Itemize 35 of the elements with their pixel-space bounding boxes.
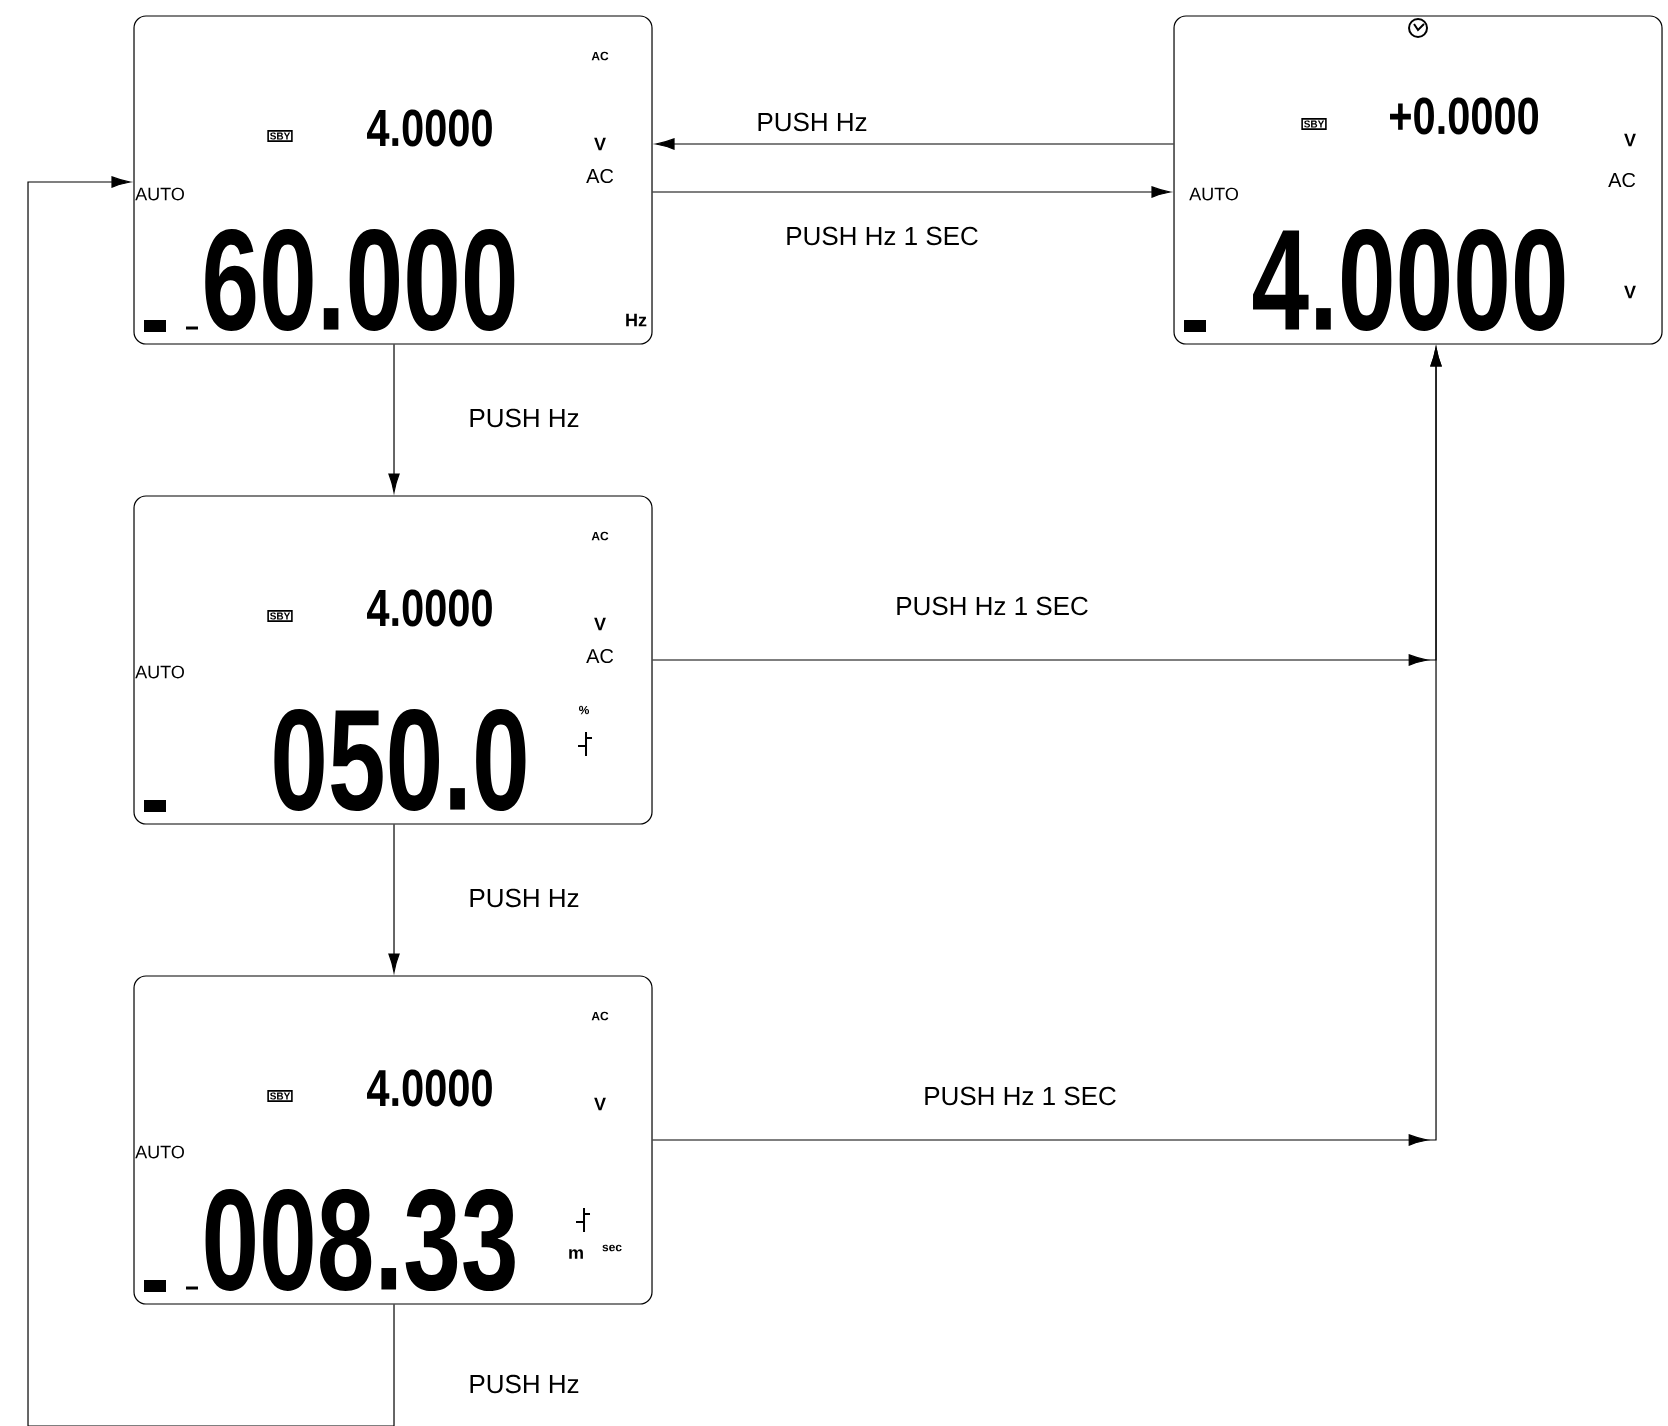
secondary-digits: 4.0000	[367, 1069, 492, 1107]
arrow	[388, 824, 400, 973]
unit-text: V	[594, 1097, 606, 1111]
indicator-text: AUTO	[135, 187, 184, 201]
arrow	[655, 138, 1174, 150]
edge-label: PUSH Hz	[470, 888, 579, 908]
edge-label: PUSH Hz 1 SEC	[787, 226, 978, 246]
indicator-text: AUTO	[135, 665, 184, 679]
secondary-digits: 4.0000	[367, 589, 492, 627]
unit-text: Hz	[626, 313, 647, 327]
edge-label: PUSH Hz	[758, 112, 867, 132]
unit-text: m	[569, 1249, 583, 1259]
edge-label: PUSH Hz 1 SEC	[897, 596, 1088, 616]
secondary-digits: +0.0000	[1390, 97, 1539, 135]
primary-digits: 008.33	[205, 1188, 515, 1292]
arrow	[388, 344, 400, 493]
indicator-text: AC	[586, 168, 614, 184]
indicator-text: AC	[1608, 172, 1636, 188]
unit-text: V	[1624, 285, 1636, 299]
unit-text: V	[594, 617, 606, 631]
arrow	[652, 186, 1171, 198]
primary-digits: 60.000	[205, 229, 515, 331]
edge-label: PUSH Hz	[470, 1374, 579, 1394]
secondary-digits: 4.0000	[367, 109, 492, 147]
unit-text: V	[1624, 133, 1636, 147]
arrow	[652, 347, 1442, 1146]
edge-label: PUSH Hz 1 SEC	[925, 1086, 1116, 1106]
indicator-text: AUTO	[1189, 187, 1238, 201]
unit-text: V	[594, 137, 606, 151]
arrow	[27, 176, 395, 1426]
indicator-text: AUTO	[135, 1145, 184, 1159]
indicator-text: AC	[586, 648, 614, 664]
primary-digits: 050.0	[274, 709, 526, 811]
edge-label: PUSH Hz	[470, 408, 579, 428]
primary-digits: 4.0000	[1253, 229, 1565, 331]
